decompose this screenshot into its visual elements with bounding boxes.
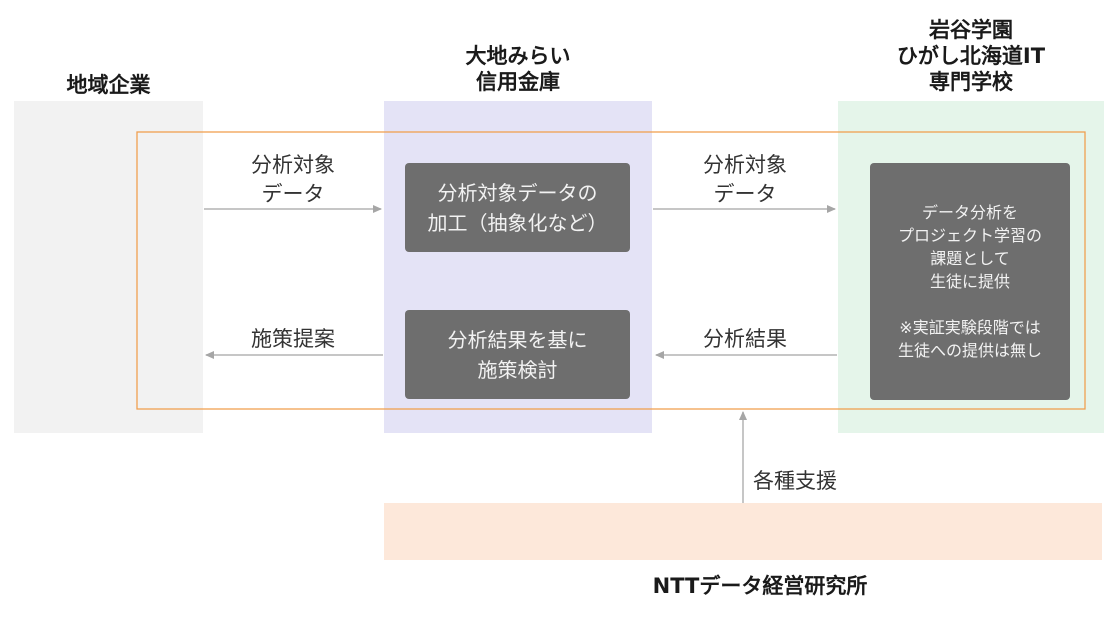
data-processing-box: 分析対象データの 加工（抽象化など） (405, 163, 630, 252)
school-task-box: データ分析を プロジェクト学習の 課題として 生徒に提供 ※実証実験段階では 生… (870, 163, 1070, 400)
flow-label-school-to-bank: 分析結果 (703, 327, 787, 351)
flow-label-support: 各種支援 (753, 469, 837, 493)
support-org-band (384, 503, 1102, 560)
local-business-title: 地域企業 (66, 73, 151, 97)
flow-label-biz-to-bank: 分析対象 データ (251, 153, 335, 206)
flow-label-bank-to-school: 分析対象 データ (703, 153, 787, 206)
policy-review-box: 分析結果を基に 施策検討 (405, 310, 630, 399)
boundary-rect (136, 131, 1086, 410)
local-business-column (14, 101, 203, 433)
flow-label-bank-to-biz: 施策提案 (251, 327, 335, 351)
bank-title: 大地みらい 信用金庫 (465, 44, 571, 94)
school-title: 岩谷学園 ひがし北海道IT 専門学校 (896, 18, 1046, 94)
support-org-title: NTTデータ経営研究所 (652, 574, 868, 598)
